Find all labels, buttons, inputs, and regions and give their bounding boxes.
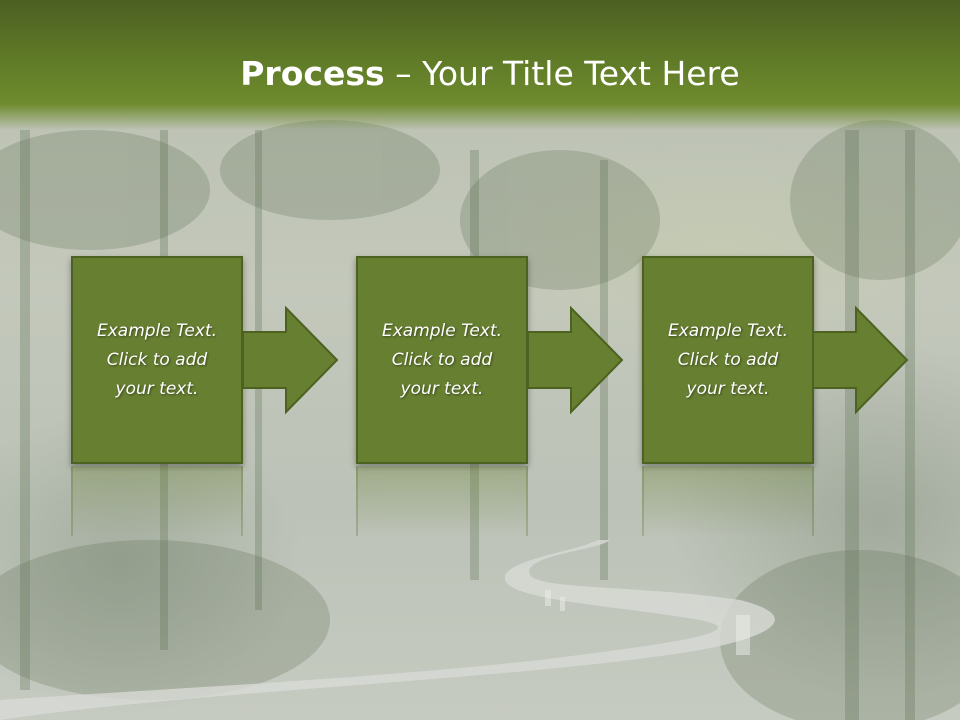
- step-box-3[interactable]: Example Text. Click to add your text.: [642, 256, 814, 464]
- slide-title[interactable]: Process – Your Title Text Here: [0, 52, 960, 96]
- title-bar: [0, 0, 960, 130]
- step-box-2-reflection: [356, 466, 528, 536]
- right-arrow-icon: [528, 306, 624, 415]
- right-arrow-icon: [243, 306, 339, 415]
- title-rest-text: – Your Title Text Here: [384, 54, 740, 93]
- step-box-1-reflection: [71, 466, 243, 536]
- step-box-2[interactable]: Example Text. Click to add your text.: [356, 256, 528, 464]
- step-box-1[interactable]: Example Text. Click to add your text.: [71, 256, 243, 464]
- title-bold-text: Process: [240, 54, 385, 93]
- right-arrow-icon: [813, 306, 909, 415]
- step-2-text[interactable]: Example Text. Click to add your text.: [381, 320, 503, 399]
- step-3-text[interactable]: Example Text. Click to add your text.: [667, 320, 789, 399]
- step-box-3-reflection: [642, 466, 814, 536]
- step-1-text[interactable]: Example Text. Click to add your text.: [96, 320, 218, 399]
